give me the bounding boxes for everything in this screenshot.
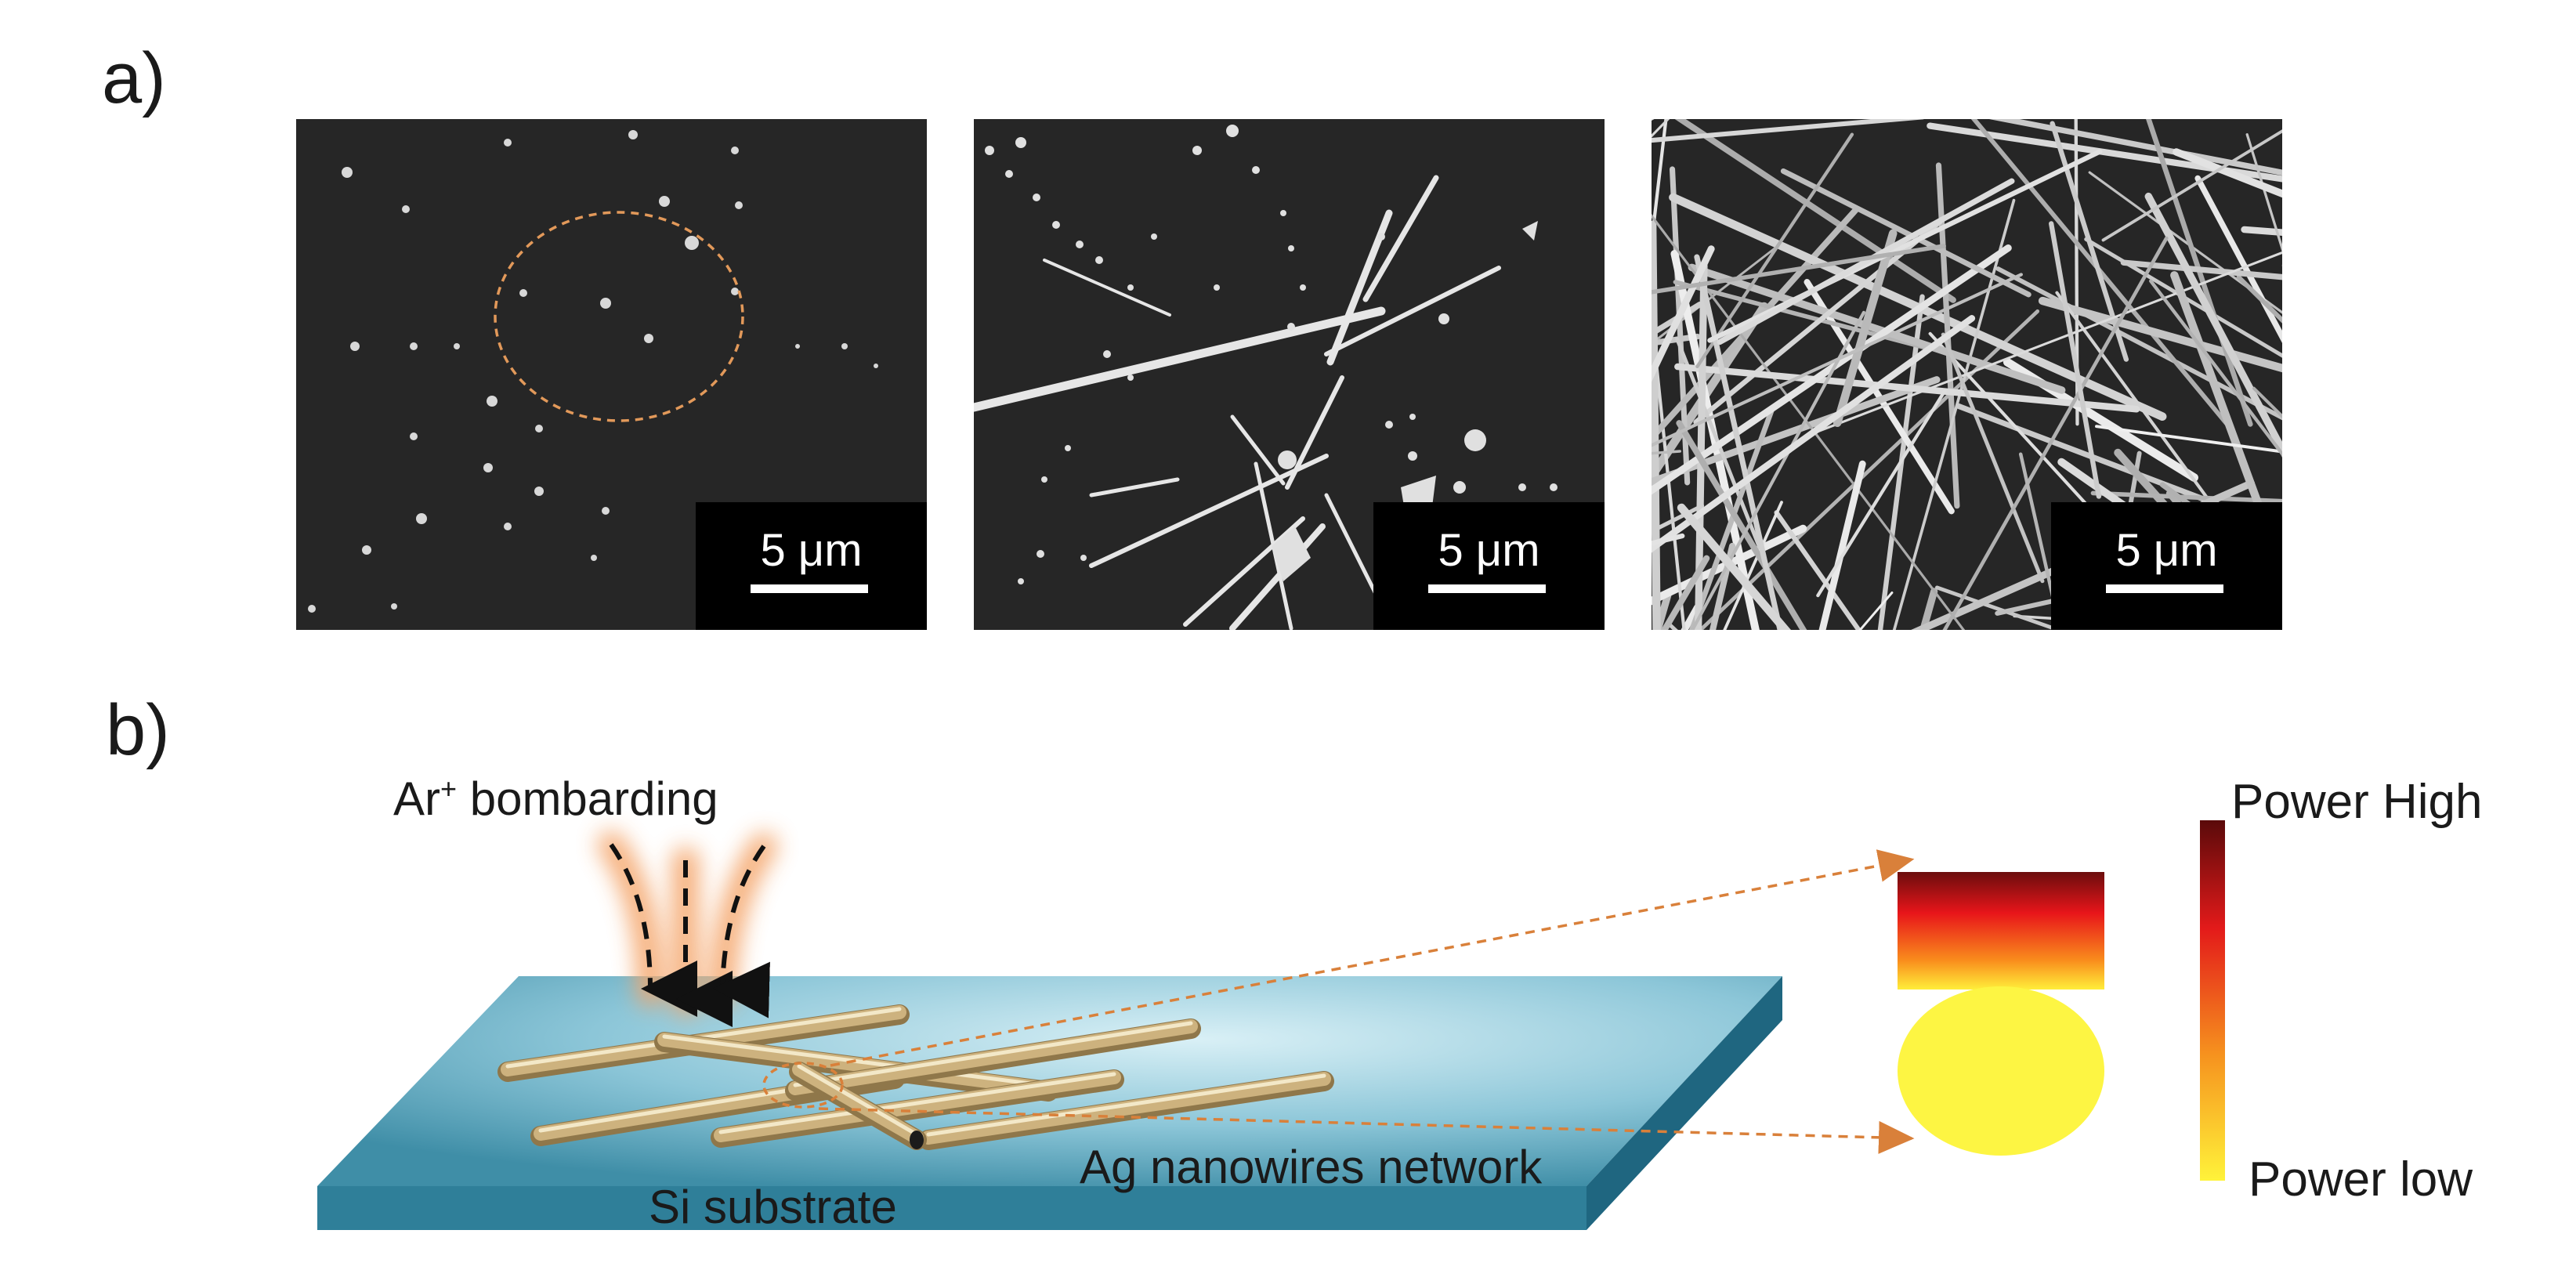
nanowire-cross-section [1898, 986, 2104, 1156]
scale-bar: 5 μm [696, 502, 927, 630]
scale-bar: 5 μm [2051, 502, 2282, 630]
power-high-label: Power High [2231, 775, 2483, 829]
scale-bar: 5 μm [1373, 502, 1605, 630]
heat-rectangle [1898, 872, 2104, 990]
sem-image-dense-network: 5 μm [1652, 119, 2282, 630]
substrate-front-face [317, 1186, 1586, 1230]
si-substrate-label: Si substrate [649, 1181, 897, 1233]
ag-network-label: Ag nanowires network [1080, 1141, 1543, 1193]
panel-a-label: a) [102, 38, 166, 118]
sem-network-graphic [1652, 119, 2282, 630]
sem-image-nucleating-wires: 5 μm [974, 119, 1605, 630]
panel-b-label: b) [106, 690, 170, 770]
power-scale-bar [2200, 820, 2225, 1181]
zoom-line-top [830, 849, 1915, 1067]
scale-bar-label: 5 μm [760, 525, 863, 576]
sem-wires-graphic [974, 125, 1581, 630]
ar-symbol: Ar [393, 772, 440, 825]
scale-bar-line [751, 584, 868, 593]
power-low-label: Power low [2249, 1152, 2473, 1207]
scale-bar-line [1428, 584, 1546, 593]
ar-charge: + [440, 772, 458, 805]
scale-bar-label: 5 μm [2115, 525, 2218, 576]
sem-particles-graphic [308, 130, 878, 613]
substrate-side-face [1586, 976, 1782, 1230]
ar-bombarding-label: Ar+ bombarding [393, 772, 718, 826]
zoom-line-bottom [818, 1107, 1915, 1154]
ar-label-rest: bombarding [457, 772, 718, 825]
ar-ion-beam [598, 831, 777, 1027]
junction-highlight [762, 1062, 844, 1109]
ag-nanowires [497, 1004, 1334, 1150]
scale-bar-line [2106, 584, 2223, 593]
scale-bar-label: 5 μm [1438, 525, 1540, 576]
sem-image-sparse-particles: 5 μm [296, 119, 927, 630]
